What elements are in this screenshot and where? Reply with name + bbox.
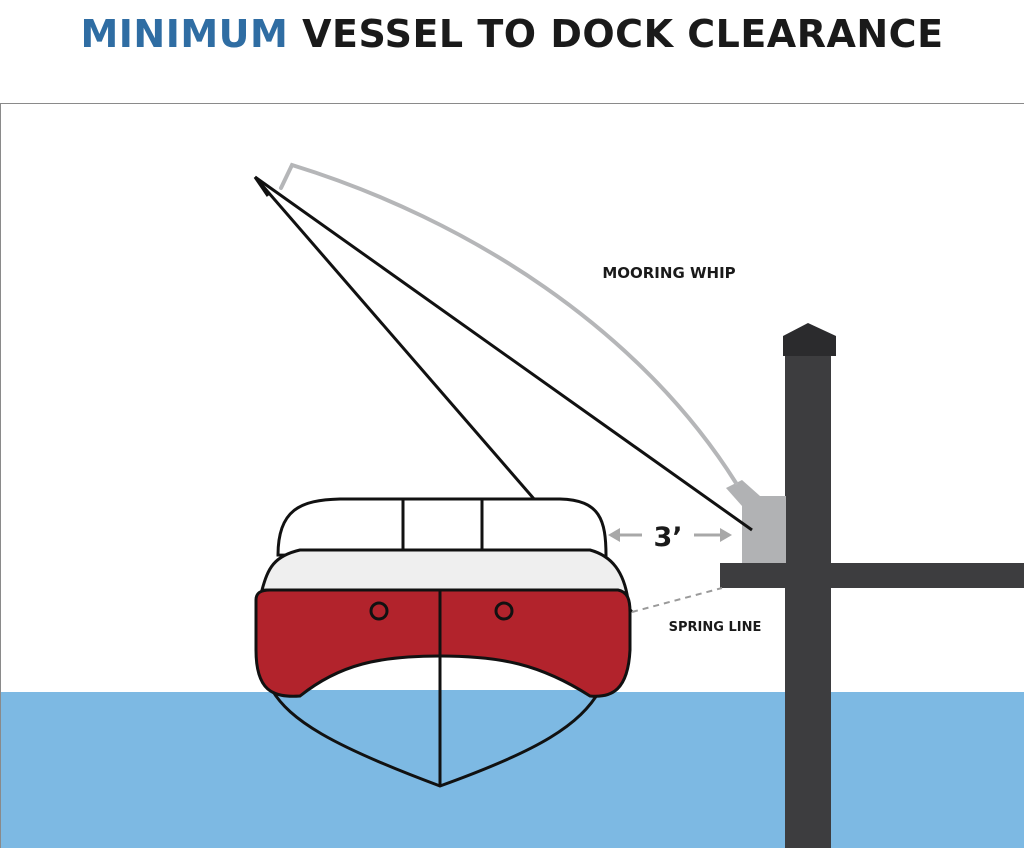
- clearance-label: 3’: [653, 522, 682, 553]
- dock-beam: [720, 563, 1024, 588]
- mooring-whip-arc: [279, 162, 738, 485]
- boat-cabin: [276, 497, 608, 558]
- boat-deck: [260, 548, 630, 602]
- clearance-arrow-right: [694, 528, 732, 542]
- spring-line-label: SPRING LINE: [669, 620, 762, 635]
- mooring-whip-line: [254, 175, 753, 532]
- mooring-whip-base: [742, 496, 786, 563]
- mooring-whip-mount: [726, 480, 760, 506]
- porthole-left: [369, 601, 389, 621]
- title-highlight: MINIMUM: [80, 12, 289, 56]
- dock-post-cap: [783, 323, 836, 356]
- mooring-whip-label: MOORING WHIP: [602, 264, 735, 282]
- title-rest: VESSEL TO DOCK CLEARANCE: [302, 12, 944, 56]
- porthole-right: [494, 601, 514, 621]
- whip-tip: [253, 176, 270, 197]
- boat-red-hull: [254, 588, 632, 698]
- clearance-arrow-left: [608, 528, 642, 542]
- spring-line: [631, 587, 723, 613]
- dock-post: [785, 352, 831, 848]
- page-title: MINIMUM VESSEL TO DOCK CLEARANCE: [0, 12, 1024, 56]
